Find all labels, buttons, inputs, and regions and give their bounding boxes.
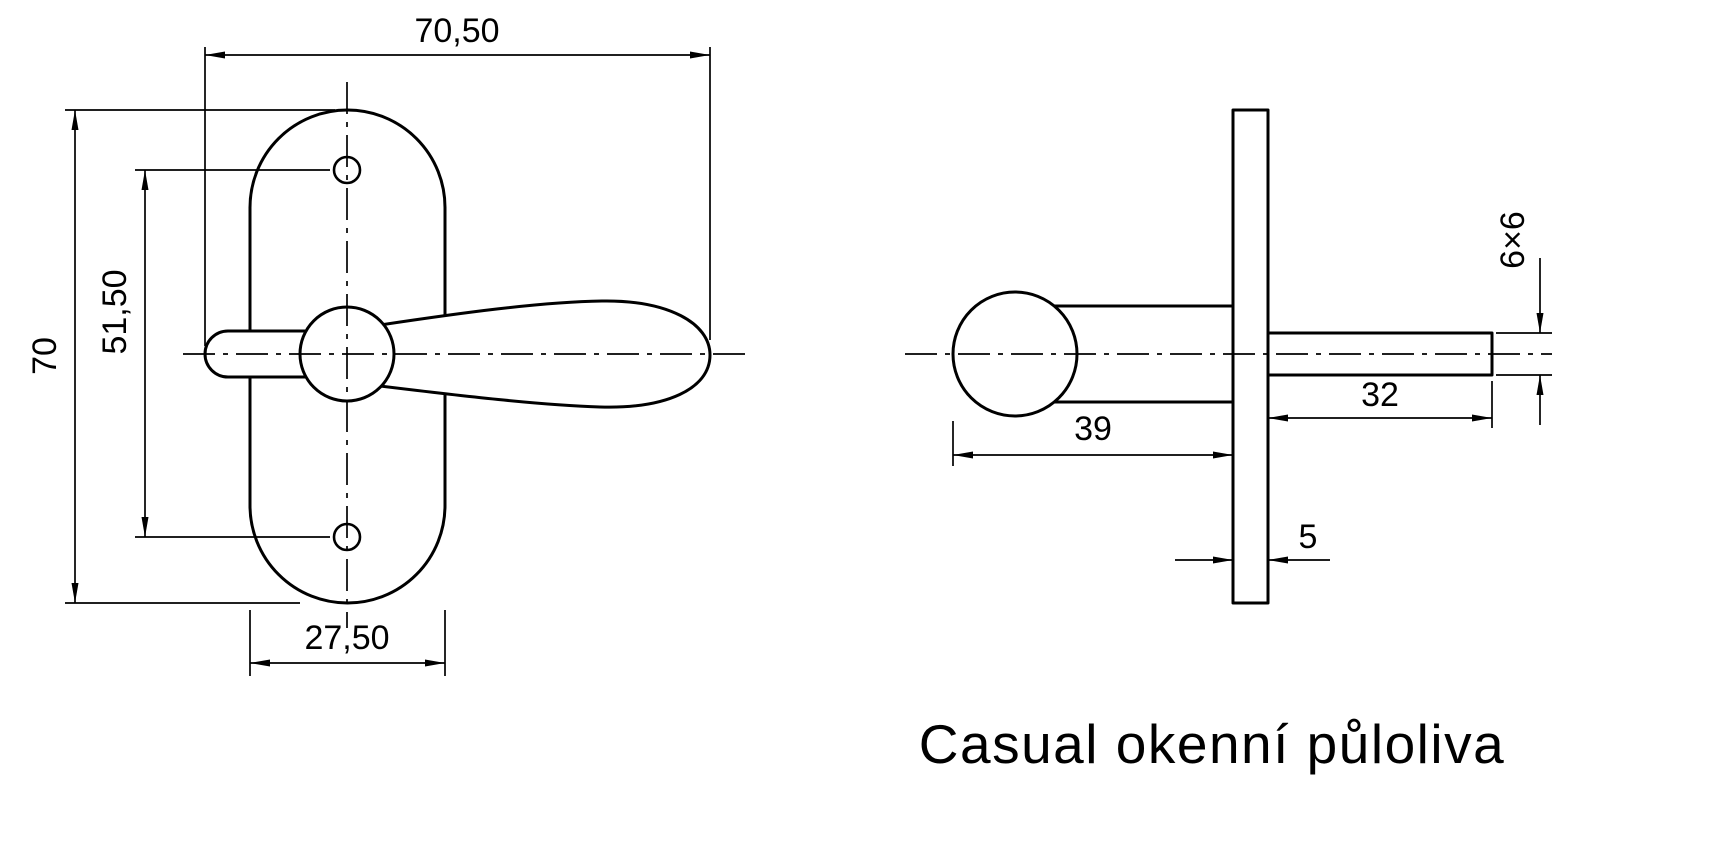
front-dimensions: 70,50 70 51,50 27,50: [26, 12, 711, 676]
dim-label-plate-height: 70: [26, 337, 64, 375]
side-dimensions: 39 32 5 6×6: [952, 211, 1552, 564]
dim-label-plate-thickness: 5: [1299, 518, 1318, 556]
dim-label-hole-spacing: 51,50: [96, 269, 134, 354]
dim-label-total-length: 70,50: [414, 12, 499, 50]
side-view: [905, 108, 1552, 605]
dim-label-spindle-length: 32: [1361, 376, 1399, 414]
dim-label-spindle-section: 6×6: [1494, 211, 1532, 269]
front-view: [183, 82, 745, 628]
backplate-side: [1231, 108, 1270, 605]
product-title: Casual okenní půloliva: [919, 713, 1505, 775]
dim-label-grip-length: 39: [1074, 410, 1112, 448]
dim-label-plate-width: 27,50: [304, 619, 389, 657]
